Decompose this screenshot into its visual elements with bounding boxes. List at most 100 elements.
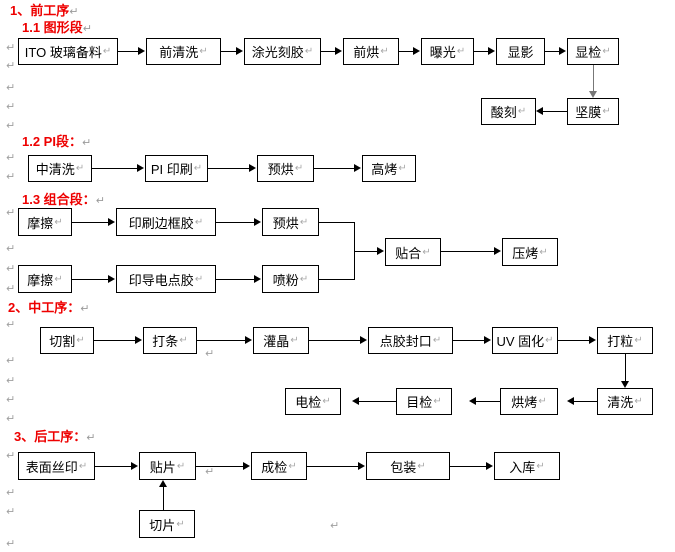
process-box-pre-clean[interactable]: 前清洗↵ [146,38,221,65]
pilcrow-mark: ↵ [95,195,105,207]
heading-section-2-text: 2、中工序： [8,300,81,315]
process-box-visual-inspect[interactable]: 目检↵ [396,388,452,415]
heading-section-1-2: 1.2 PI段：↵ [22,134,91,151]
box-label: 电检 [295,395,322,410]
pilcrow-mark: ↵ [179,335,188,346]
connector-line [441,251,496,252]
box-label: 高烤 [371,162,398,177]
process-box-electrical-test[interactable]: 电检↵ [285,388,341,415]
arrow-head-down [621,381,629,388]
arrow-head-right [589,336,596,344]
process-box-packaging[interactable]: 包装↵ [366,452,450,480]
box-label: ITO 玻璃备料 [24,45,102,60]
pilcrow-mark: ↵ [380,46,389,57]
pilcrow-mark: ↵ [6,393,16,406]
process-box-pre-bake[interactable]: 前烘↵ [343,38,399,65]
process-box-pre-bake-pi[interactable]: 预烘↵ [257,155,314,182]
pilcrow-mark: ↵ [6,41,16,54]
connector-line [319,222,354,223]
box-label: 灌晶 [263,334,290,349]
heading-section-1-3-text: 1.3 组合段： [22,192,96,207]
process-box-development[interactable]: 显影 [496,38,545,65]
process-box-hard-bake[interactable]: 坚膜↵ [567,98,619,125]
box-label: 前烘 [353,45,380,60]
process-box-chip-mount[interactable]: 贴片↵ [139,452,196,480]
arrow-head-right [254,275,261,283]
box-label: 坚膜 [575,105,602,120]
pilcrow-mark: ↵ [290,335,299,346]
pilcrow-mark: ↵ [398,163,407,174]
process-box-press-bake[interactable]: 压烤↵ [502,238,558,266]
arrow-head-right [360,336,367,344]
pilcrow-mark: ↵ [517,106,527,117]
process-box-rubbing-upper[interactable]: 摩擦↵ [18,208,72,236]
pilcrow-mark: ↵ [536,460,545,472]
connector-line [453,340,486,341]
process-box-ito-glass-prep[interactable]: ITO 玻璃备料↵ [18,38,118,65]
process-box-oven-bake[interactable]: 烘烤↵ [500,388,558,415]
pilcrow-mark: ↵ [6,412,16,425]
pilcrow-mark: ↵ [176,460,186,472]
process-box-surface-printing[interactable]: 表面丝印↵ [18,452,95,480]
process-box-high-bake[interactable]: 高烤↵ [362,155,416,182]
process-box-spray-spacer[interactable]: 喷粉↵ [262,265,319,293]
process-box-cutting[interactable]: 切割↵ [40,327,94,354]
connector-line [118,51,140,52]
pilcrow-mark: ↵ [6,354,16,367]
heading-section-1-2-text: 1.2 PI段： [22,134,82,149]
connector-line [543,111,567,112]
box-label: 成检 [261,459,288,475]
pilcrow-mark: ↵ [205,347,215,360]
process-box-lc-filling[interactable]: 灌晶↵ [253,327,309,354]
process-box-pre-bake-assembly[interactable]: 预烘↵ [262,208,319,236]
heading-section-1: 1、前工序↵ [10,3,78,20]
connector-line [359,401,396,402]
box-label: 印导电点胶 [128,272,194,288]
connector-line [558,340,591,341]
connector-line [321,51,337,52]
pilcrow-mark: ↵ [538,396,547,407]
process-box-pi-print[interactable]: PI 印刷↵ [145,155,208,182]
arrow-head-up [159,480,167,487]
pilcrow-mark: ↵ [6,206,16,219]
arrow-head-left [567,397,574,405]
pilcrow-mark: ↵ [539,246,548,258]
arrow-head-right [486,462,493,470]
box-label: 中清洗 [35,162,75,177]
connector-line [450,466,488,467]
box-label: 包装 [390,459,417,475]
process-box-granule-removal[interactable]: 打粒↵ [597,327,653,354]
process-box-slicing[interactable]: 切片↵ [139,510,195,538]
process-box-photoresist-coating[interactable]: 涂光刻胶↵ [244,38,321,65]
process-box-conductive-dot-print[interactable]: 印导电点胶↵ [116,265,216,293]
heading-section-3: 3、后工序：↵ [14,429,95,446]
connector-line [314,168,356,169]
process-box-uv-curing[interactable]: UV 固化↵ [492,327,558,354]
box-label: PI 印刷 [150,162,193,177]
pilcrow-mark: ↵ [456,46,466,57]
process-box-warehouse-in[interactable]: 入库↵ [494,452,560,480]
process-box-end-seal[interactable]: 点胶封口↵ [368,327,453,354]
process-box-lamination[interactable]: 贴合↵ [385,238,441,266]
process-box-final-inspect[interactable]: 成检↵ [251,452,307,480]
process-box-strip-bonding[interactable]: 打条↵ [143,327,197,354]
connector-line [72,279,110,280]
process-box-exposure[interactable]: 曝光↵ [421,38,474,65]
process-box-cleaning[interactable]: 清洗↵ [597,388,653,415]
arrow-head-right [559,47,566,55]
process-box-acid-etch[interactable]: 酸刻↵ [481,98,536,125]
box-label: 预烘 [272,215,299,231]
process-box-development-inspect[interactable]: 显检↵ [567,38,619,65]
box-label: 喷粉 [272,272,299,288]
arrow-head-right [494,247,501,255]
arrow-head-right [138,47,145,55]
connector-line [625,354,626,382]
pilcrow-mark: ↵ [6,262,16,275]
pilcrow-mark: ↵ [80,303,90,315]
pilcrow-mark: ↵ [602,46,611,57]
process-box-seal-print[interactable]: 印刷边框胶↵ [116,208,216,236]
process-box-mid-clean[interactable]: 中清洗↵ [28,155,92,182]
pilcrow-mark: ↵ [304,46,314,57]
process-box-rubbing-lower[interactable]: 摩擦↵ [18,265,72,293]
